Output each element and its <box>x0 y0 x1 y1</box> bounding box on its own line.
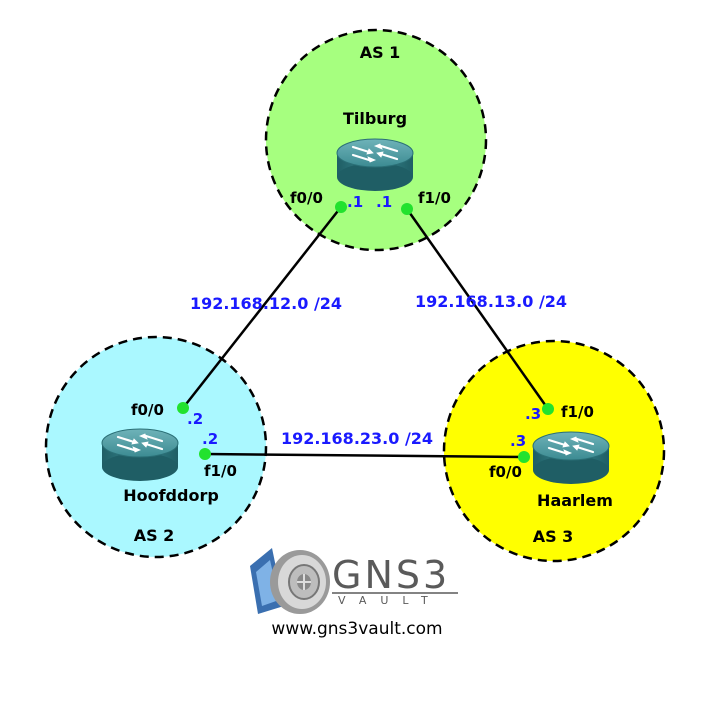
logo-tagline: VAULT <box>338 594 442 607</box>
interface-label-haarlem-f0-0: f0/0 <box>489 463 522 481</box>
interface-label-hoofddorp-f1-0: f1/0 <box>204 462 237 480</box>
ip-label-hoofddorp-f1-0: .2 <box>202 430 218 448</box>
router-icon <box>335 137 415 193</box>
logo-brand: GNS3 <box>332 553 450 597</box>
link-tilburg-hoofddorp <box>182 206 342 409</box>
router-icon <box>531 430 611 486</box>
network-label-13: 192.168.13.0 /24 <box>415 292 567 311</box>
as3-label: AS 3 <box>533 527 574 546</box>
gns3-vault-logo[interactable]: GNS3 VAULT <box>250 548 458 614</box>
interface-label-tilburg-f1-0: f1/0 <box>418 189 451 207</box>
link-hoofddorp-haarlem <box>204 452 525 459</box>
network-label-12: 192.168.12.0 /24 <box>190 294 342 313</box>
interface-dot-tilburg-f1-0[interactable] <box>401 203 413 215</box>
as1-label: AS 1 <box>360 43 401 62</box>
gns3-vault-logo-icon <box>250 548 330 614</box>
router-haarlem[interactable] <box>531 430 611 486</box>
router-tilburg[interactable] <box>335 137 415 193</box>
router-icon <box>100 427 180 483</box>
logo-url[interactable]: www.gns3vault.com <box>271 619 442 639</box>
interface-label-tilburg-f0-0: f0/0 <box>290 189 323 207</box>
interface-dot-haarlem-f1-0[interactable] <box>542 403 554 415</box>
interface-label-haarlem-f1-0: f1/0 <box>561 403 594 421</box>
network-label-23: 192.168.23.0 /24 <box>281 429 433 448</box>
interface-dot-hoofddorp-f0-0[interactable] <box>177 402 189 414</box>
ip-label-tilburg-f1-0: .1 <box>376 193 392 211</box>
as2-label: AS 2 <box>134 526 175 545</box>
interface-label-hoofddorp-f0-0: f0/0 <box>131 401 164 419</box>
ip-label-hoofddorp-f0-0: .2 <box>187 410 203 428</box>
ip-label-tilburg-f0-0: .1 <box>347 193 363 211</box>
interface-dot-tilburg-f0-0[interactable] <box>335 201 347 213</box>
link-tilburg-haarlem <box>405 208 550 410</box>
interface-dot-haarlem-f0-0[interactable] <box>518 451 530 463</box>
router-name-hoofddorp: Hoofddorp <box>123 486 219 505</box>
ip-label-haarlem-f1-0: .3 <box>525 405 541 423</box>
interface-dot-hoofddorp-f1-0[interactable] <box>199 448 211 460</box>
ip-label-haarlem-f0-0: .3 <box>510 432 526 450</box>
router-name-tilburg: Tilburg <box>343 109 407 128</box>
router-name-haarlem: Haarlem <box>537 491 613 510</box>
router-hoofddorp[interactable] <box>100 427 180 483</box>
